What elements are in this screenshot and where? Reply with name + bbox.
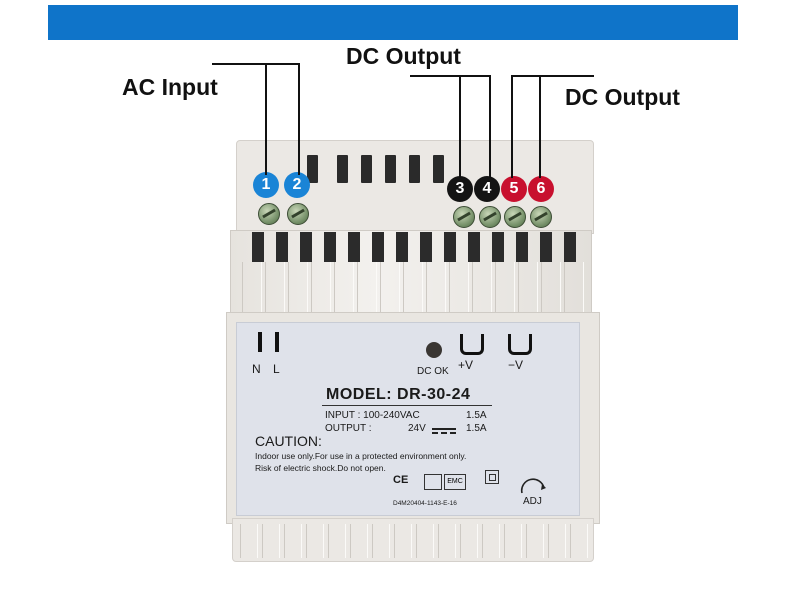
terminal-screw	[479, 206, 501, 228]
housing-rib	[460, 524, 478, 558]
terminal-badge-5: 5	[501, 176, 527, 202]
housing-rib	[357, 262, 377, 322]
terminal-screw	[287, 203, 309, 225]
housing-rib	[541, 262, 561, 322]
vent-slot	[492, 232, 504, 262]
housing-rib	[438, 524, 456, 558]
housing-rib	[518, 262, 538, 322]
terminal-screw	[258, 203, 280, 225]
housing-rib	[394, 524, 412, 558]
vent-slot	[324, 232, 336, 262]
serial-number: D4M20404-1143-E-16	[393, 500, 457, 507]
vent-slot	[276, 232, 288, 262]
l-label: L	[273, 362, 280, 376]
terminal-badge-2: 2	[284, 172, 310, 198]
vent-slot	[361, 155, 372, 183]
output-current: 1.5A	[466, 423, 487, 434]
vent-slot	[307, 155, 318, 183]
ce-mark: CE	[393, 474, 409, 486]
terminal-badge-1: 1	[253, 172, 279, 198]
housing-rib	[284, 524, 302, 558]
vent-slot	[396, 232, 408, 262]
vent-slot	[337, 155, 348, 183]
minus-v-label: −V	[508, 358, 524, 372]
housing-rib	[288, 262, 308, 322]
double-insulation-icon	[485, 470, 499, 484]
model-underline	[322, 405, 492, 406]
terminal-badge-6: 6	[528, 176, 554, 202]
cert-mark-icon	[424, 474, 442, 490]
vent-slot	[444, 232, 456, 262]
dc-ok-led	[426, 342, 442, 358]
vent-slot	[433, 155, 444, 183]
adj-label: ADJ	[523, 496, 542, 507]
housing-rib	[504, 524, 522, 558]
vent-slot	[385, 155, 396, 183]
dc-output-callout-top: DC Output	[346, 43, 461, 69]
terminal-screw	[453, 206, 475, 228]
housing-rib	[240, 524, 258, 558]
housing-rib	[472, 262, 492, 322]
housing-rib	[350, 524, 368, 558]
dc-ok-label: DC OK	[417, 366, 449, 377]
housing-rib	[311, 262, 331, 322]
housing-rib	[328, 524, 346, 558]
housing-rib	[372, 524, 390, 558]
dc-symbol-line	[432, 428, 456, 430]
vent-slot	[564, 232, 576, 262]
l-terminal-symbol	[275, 332, 279, 352]
housing-rib	[380, 262, 400, 322]
housing-rib	[570, 524, 588, 558]
terminal-screw	[504, 206, 526, 228]
model-label: MODEL: DR-30-24	[326, 386, 471, 403]
vent-slot	[420, 232, 432, 262]
n-label: N	[252, 362, 261, 376]
housing-rib	[262, 524, 280, 558]
vent-slot	[300, 232, 312, 262]
output-spec-label: OUTPUT :	[325, 423, 372, 434]
dc-output-callout-right: DC Output	[565, 84, 680, 110]
emc-mark: EMC	[444, 474, 466, 490]
adj-potentiometer-icon[interactable]	[519, 478, 549, 496]
housing-rib	[416, 524, 434, 558]
plus-v-symbol	[460, 334, 484, 355]
minus-v-symbol	[508, 334, 532, 355]
housing-rib	[403, 262, 423, 322]
caution-line-2: Risk of electric shock.Do not open.	[255, 463, 386, 473]
housing-rib	[306, 524, 324, 558]
vent-slot	[468, 232, 480, 262]
device-bottom	[232, 518, 594, 562]
housing-rib	[548, 524, 566, 558]
housing-rib	[334, 262, 354, 322]
input-spec-label: INPUT : 100-240VAC	[325, 410, 420, 421]
housing-rib	[495, 262, 515, 322]
header-bar	[48, 5, 738, 40]
vent-slot	[409, 155, 420, 183]
housing-rib	[242, 262, 262, 322]
terminal-screw	[530, 206, 552, 228]
vent-slot	[516, 232, 528, 262]
caution-heading: CAUTION:	[255, 433, 322, 449]
housing-rib	[449, 262, 469, 322]
n-terminal-symbol	[258, 332, 262, 352]
vent-slot	[348, 232, 360, 262]
output-voltage: 24V	[408, 423, 426, 434]
housing-rib	[426, 262, 446, 322]
vent-slot	[372, 232, 384, 262]
terminal-badge-3: 3	[447, 176, 473, 202]
terminal-badge-4: 4	[474, 176, 500, 202]
housing-rib	[526, 524, 544, 558]
vent-slot	[252, 232, 264, 262]
dc-symbol-dashes	[432, 432, 456, 434]
vent-slot	[540, 232, 552, 262]
input-current: 1.5A	[466, 410, 487, 421]
caution-line-1: Indoor use only.For use in a protected e…	[255, 451, 467, 461]
ac-input-callout: AC Input	[122, 74, 218, 100]
housing-rib	[564, 262, 584, 322]
housing-rib	[482, 524, 500, 558]
housing-rib	[265, 262, 285, 322]
plus-v-label: +V	[458, 358, 474, 372]
